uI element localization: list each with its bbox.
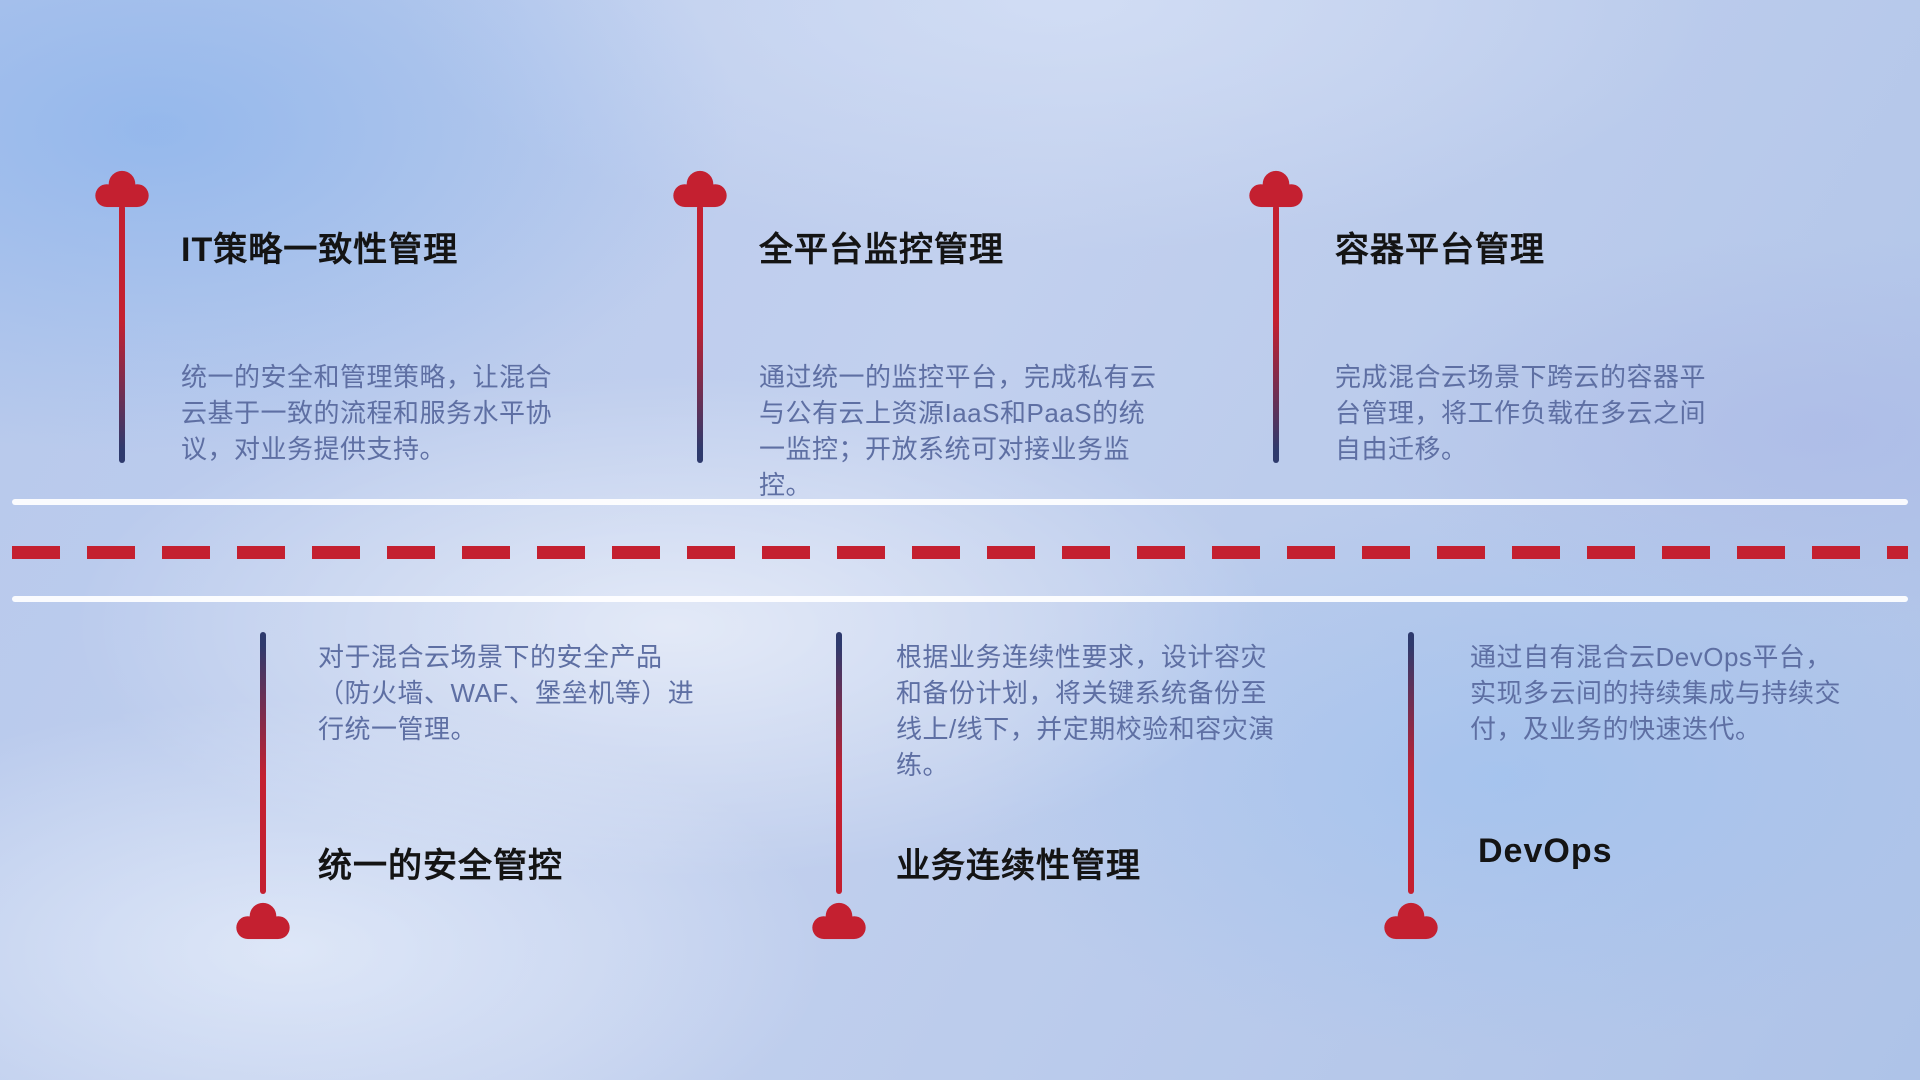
cloud-icon xyxy=(1384,902,1438,940)
road-bottom-line xyxy=(12,596,1908,602)
cloud-icon xyxy=(1249,170,1303,208)
road-top-line xyxy=(12,499,1908,505)
item-description: 统一的安全和管理策略，让混合云基于一致的流程和服务水平协议，对业务提供支持。 xyxy=(181,362,553,464)
connector-line xyxy=(119,205,125,463)
item-title: 容器平台管理 xyxy=(1335,231,1545,269)
item-title: 全平台监控管理 xyxy=(759,231,1004,269)
item-title: 业务连续性管理 xyxy=(896,847,1141,885)
cloud-icon xyxy=(236,902,290,940)
connector-line xyxy=(260,632,266,894)
connector-line xyxy=(697,205,703,463)
item-title: 统一的安全管控 xyxy=(318,847,563,885)
item-description: 通过自有混合云DevOps平台，实现多云间的持续集成与持续交付，及业务的快速迭代… xyxy=(1470,642,1842,744)
item-title: IT策略一致性管理 xyxy=(181,231,459,269)
item-title: DevOps xyxy=(1478,832,1613,870)
cloud-icon xyxy=(673,170,727,208)
connector-line xyxy=(1273,205,1279,463)
item-description: 完成混合云场景下跨云的容器平台管理，将工作负载在多云之间自由迁移。 xyxy=(1335,362,1707,464)
item-description: 对于混合云场景下的安全产品（防火墙、WAF、堡垒机等）进行统一管理。 xyxy=(318,642,695,744)
item-description: 通过统一的监控平台，完成私有云与公有云上资源IaaS和PaaS的统一监控；开放系… xyxy=(759,362,1157,500)
cloud-icon xyxy=(95,170,149,208)
cloud-icon xyxy=(812,902,866,940)
connector-line xyxy=(1408,632,1414,894)
road-center-dashed-line xyxy=(12,546,1908,559)
item-description: 根据业务连续性要求，设计容灾和备份计划，将关键系统备份至线上/线下，并定期校验和… xyxy=(896,642,1275,780)
connector-line xyxy=(836,632,842,894)
